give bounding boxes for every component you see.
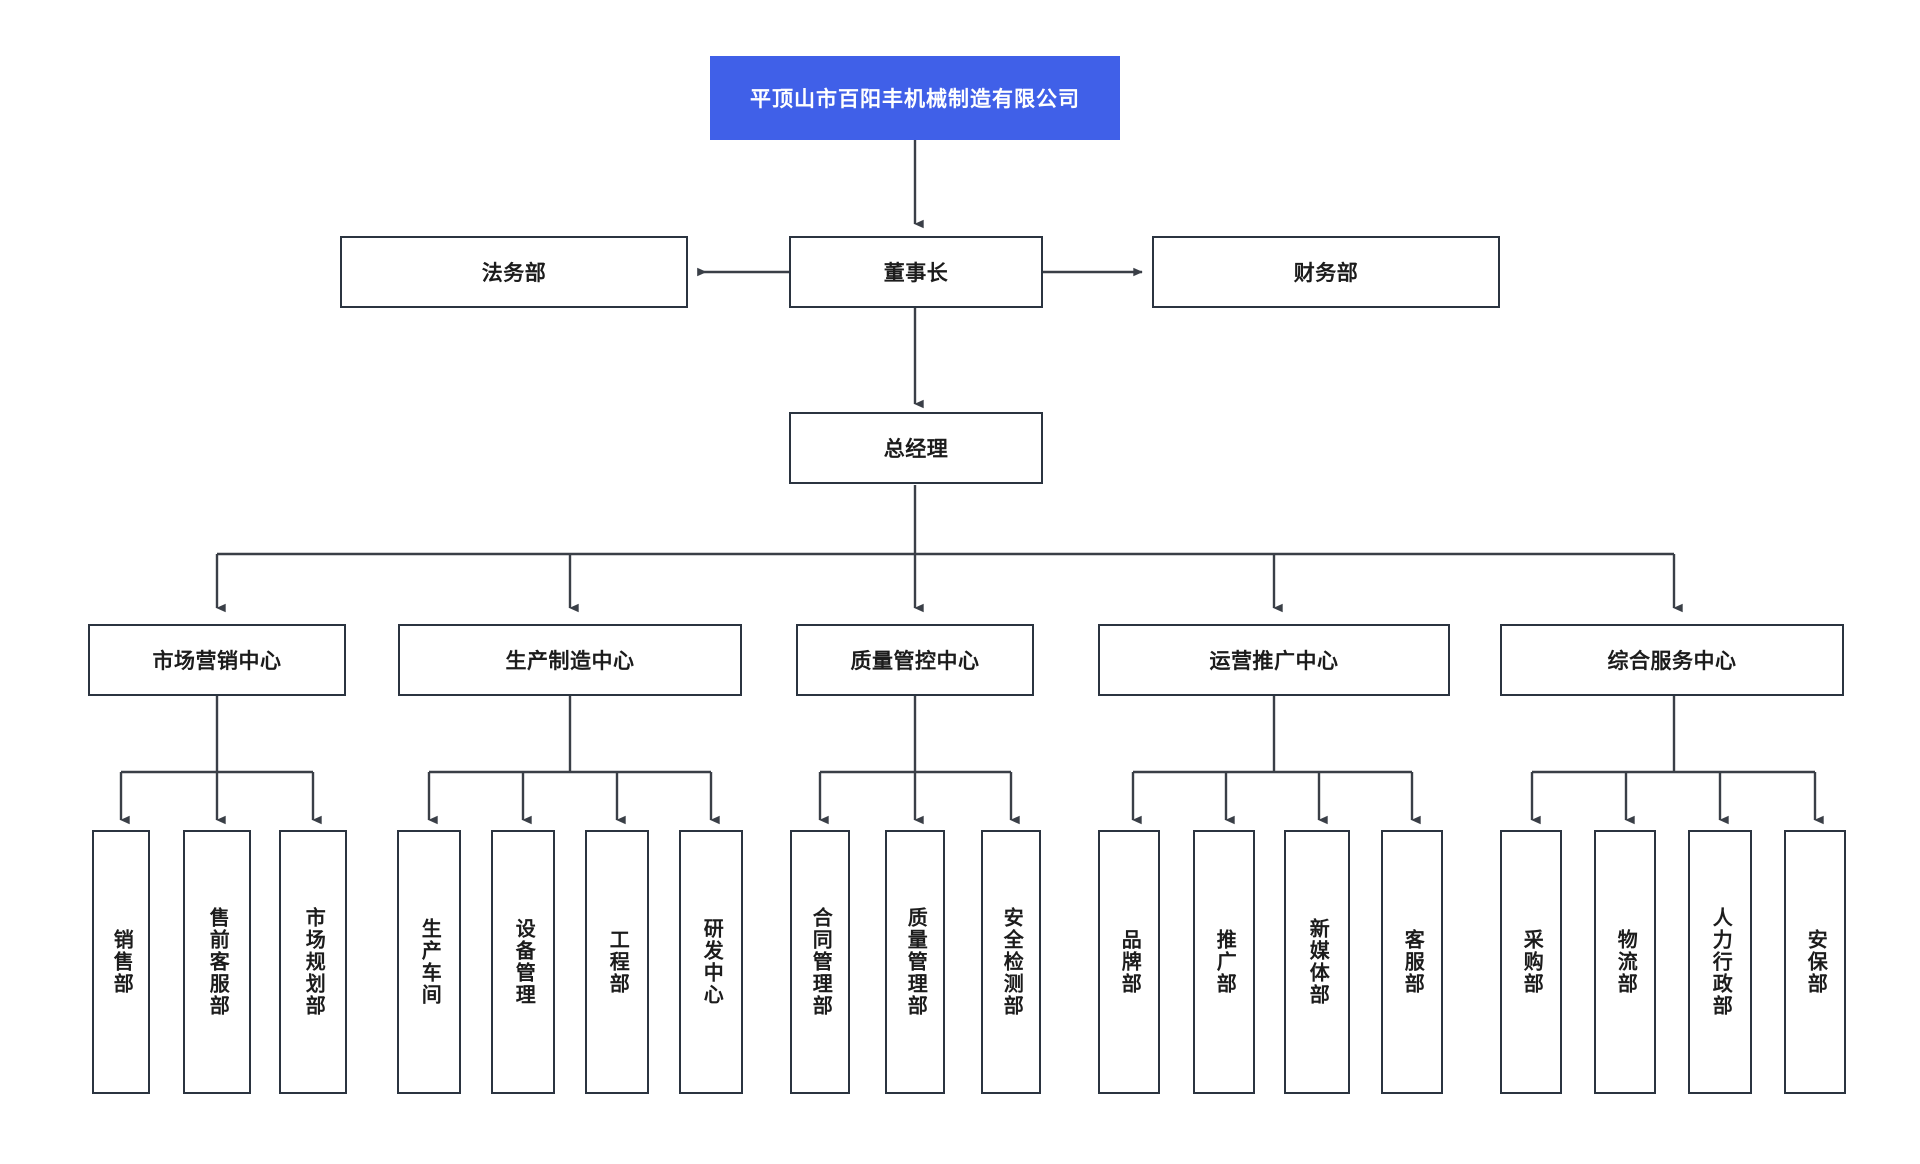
node-center-services[interactable]: 综合服务中心 [1500,624,1844,696]
node-chairman[interactable]: 董事长 [789,236,1043,308]
node-center-marketing[interactable]: 市场营销中心 [88,624,346,696]
node-label: 工程部 [606,929,629,995]
node-label: 财务部 [1293,262,1359,285]
node-label: 总经理 [883,438,949,461]
node-leaf-sales[interactable]: 销售部 [92,830,150,1094]
node-label: 市场营销中心 [152,650,282,673]
node-label: 新媒体部 [1306,918,1329,1006]
node-label: 客服部 [1401,929,1424,995]
edge-gm-bus [215,485,1683,613]
node-legal-department[interactable]: 法务部 [340,236,688,308]
node-label: 推广部 [1213,929,1236,995]
node-leaf-contract-management[interactable]: 合同管理部 [790,830,850,1094]
node-label: 质量管理部 [904,907,927,1017]
node-finance-department[interactable]: 财务部 [1152,236,1500,308]
edge-center2-bus [427,696,720,825]
node-label: 品牌部 [1118,929,1141,995]
node-label: 生产制造中心 [505,650,635,673]
node-label: 质量管控中心 [850,650,980,673]
edge-center5-bus [1530,696,1824,825]
node-label: 运营推广中心 [1209,650,1339,673]
node-leaf-production-workshop[interactable]: 生产车间 [397,830,461,1094]
node-leaf-logistics[interactable]: 物流部 [1594,830,1656,1094]
node-label: 物流部 [1614,929,1637,995]
node-label: 设备管理 [512,918,535,1006]
node-label: 售前客服部 [206,907,229,1017]
node-label: 生产车间 [418,918,441,1006]
node-leaf-new-media[interactable]: 新媒体部 [1284,830,1350,1094]
node-leaf-engineering[interactable]: 工程部 [585,830,649,1094]
node-leaf-quality-management[interactable]: 质量管理部 [885,830,945,1094]
node-leaf-safety-inspection[interactable]: 安全检测部 [981,830,1041,1094]
node-leaf-rd-center[interactable]: 研发中心 [679,830,743,1094]
node-center-production[interactable]: 生产制造中心 [398,624,742,696]
node-label: 采购部 [1520,929,1543,995]
node-leaf-brand[interactable]: 品牌部 [1098,830,1160,1094]
edge-center1-bus [119,696,322,825]
node-general-manager[interactable]: 总经理 [789,412,1043,484]
node-label: 合同管理部 [809,907,832,1017]
node-label: 市场规划部 [302,907,325,1017]
node-label: 董事长 [883,262,949,285]
node-label: 法务部 [481,262,547,285]
node-label: 人力行政部 [1709,907,1732,1017]
node-leaf-presales-service[interactable]: 售前客服部 [183,830,251,1094]
node-label: 平顶山市百阳丰机械制造有限公司 [750,88,1080,111]
node-label: 销售部 [110,929,133,995]
node-label: 安全检测部 [1000,907,1023,1017]
node-leaf-equipment-management[interactable]: 设备管理 [491,830,555,1094]
node-leaf-procurement[interactable]: 采购部 [1500,830,1562,1094]
node-label: 研发中心 [700,918,723,1006]
node-company-root[interactable]: 平顶山市百阳丰机械制造有限公司 [710,56,1120,140]
node-leaf-security[interactable]: 安保部 [1784,830,1846,1094]
node-leaf-hr-administration[interactable]: 人力行政部 [1688,830,1752,1094]
edge-center4-bus [1131,696,1421,825]
node-label: 综合服务中心 [1607,650,1737,673]
node-label: 安保部 [1804,929,1827,995]
node-leaf-promotion[interactable]: 推广部 [1193,830,1255,1094]
node-leaf-market-planning[interactable]: 市场规划部 [279,830,347,1094]
edge-center3-bus [818,696,1020,825]
node-center-quality[interactable]: 质量管控中心 [796,624,1034,696]
node-center-operations[interactable]: 运营推广中心 [1098,624,1450,696]
node-leaf-customer-service[interactable]: 客服部 [1381,830,1443,1094]
